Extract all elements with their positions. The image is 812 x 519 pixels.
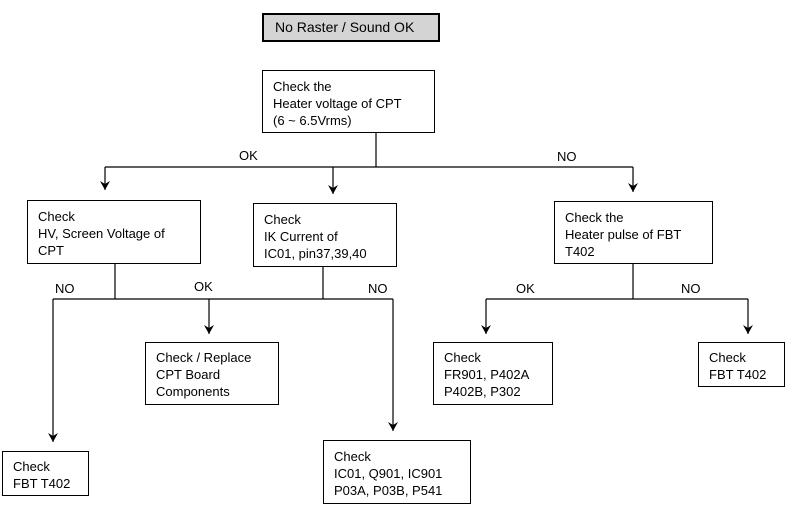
node-fr901: Check FR901, P402A P402B, P302 (433, 342, 553, 405)
node-line: Check the (565, 210, 624, 225)
edge-label-no: NO (681, 281, 701, 296)
node-line: CPT (38, 243, 64, 258)
node-ic01-q901: Check IC01, Q901, IC901 P03A, P03B, P541 (323, 440, 471, 504)
node-line: Components (156, 384, 230, 399)
node-line: Check (38, 209, 75, 224)
node-line: Check / Replace (156, 350, 252, 365)
edge-label-no: NO (55, 281, 75, 296)
edge-label-ok: OK (239, 148, 258, 163)
node-fbt-left: Check FBT T402 (2, 451, 89, 496)
node-line: Check (264, 212, 301, 227)
node-line: Heater voltage of CPT (273, 96, 402, 111)
node-line: IC01, pin37,39,40 (264, 246, 367, 261)
edge-label-ok: OK (516, 281, 535, 296)
node-line: Check (709, 350, 746, 365)
node-line: FBT T402 (709, 367, 767, 382)
node-fbt-right: Check FBT T402 (698, 342, 785, 387)
node-line: HV, Screen Voltage of (38, 226, 165, 241)
node-line: Check (13, 459, 50, 474)
node-line: Heater pulse of FBT (565, 227, 682, 242)
node-line: Check (334, 449, 371, 464)
diagram-title-box: No Raster / Sound OK (262, 13, 440, 42)
node-heater-pulse: Check the Heater pulse of FBT T402 (554, 201, 713, 264)
node-line: Check (444, 350, 481, 365)
node-ik-current: Check IK Current of IC01, pin37,39,40 (253, 203, 397, 267)
node-line: P03A, P03B, P541 (334, 483, 443, 498)
node-line: IC01, Q901, IC901 (334, 466, 443, 481)
node-line: CPT Board (156, 367, 221, 382)
node-line: FR901, P402A (444, 367, 530, 382)
node-hv-screen: Check HV, Screen Voltage of CPT (27, 200, 201, 264)
node-line: FBT T402 (13, 476, 71, 491)
edge-label-ok: OK (194, 279, 213, 294)
node-line: IK Current of (264, 229, 338, 244)
diagram-title: No Raster / Sound OK (275, 19, 415, 35)
edge-label-no: NO (368, 281, 388, 296)
node-line: T402 (565, 244, 595, 259)
node-line: P402B, P302 (444, 384, 521, 399)
node-replace-cpt: Check / Replace CPT Board Components (145, 342, 279, 405)
edge-label-no: NO (557, 149, 577, 164)
node-line: (6 ~ 6.5Vrms) (273, 113, 352, 128)
node-line: Check the (273, 79, 332, 94)
node-heater-voltage: Check the Heater voltage of CPT (6 ~ 6.5… (262, 70, 435, 133)
